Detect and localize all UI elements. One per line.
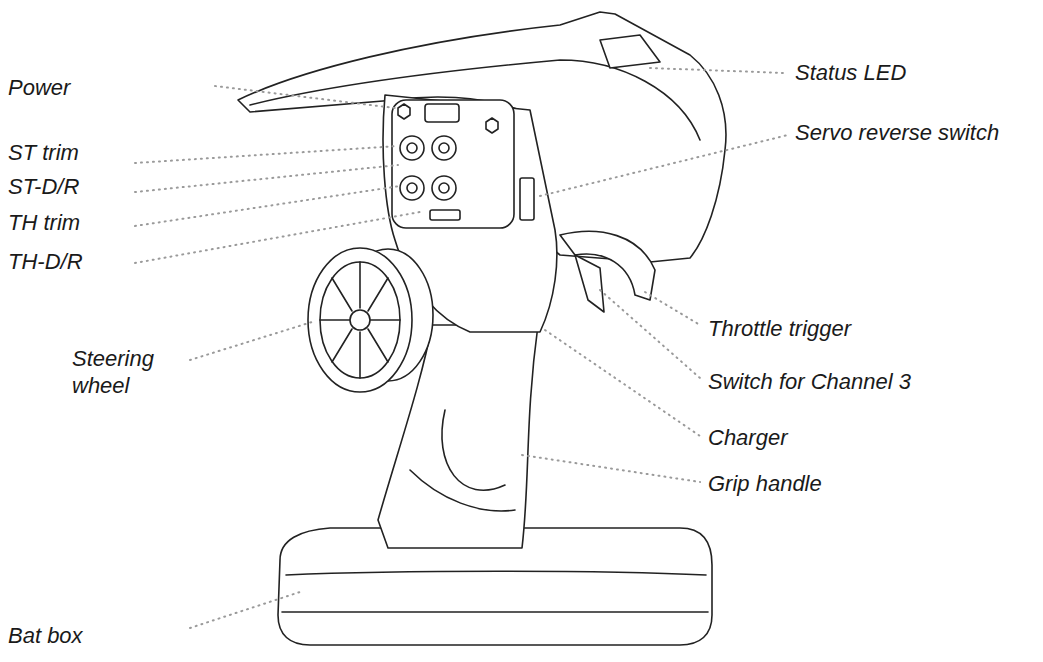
part-label: Servo reverse switch — [795, 119, 999, 147]
leader-line — [135, 165, 398, 192]
wheel-hub — [350, 310, 370, 330]
trim-knob — [432, 136, 456, 160]
grip-contour — [410, 470, 515, 511]
leader-line — [135, 186, 400, 226]
wheel-inner — [320, 262, 400, 378]
part-label: TH-D/R — [8, 248, 83, 276]
leader-line — [135, 146, 398, 163]
part-label: ST trim — [8, 139, 79, 167]
trim-knob-center — [439, 143, 449, 153]
status-led-window — [600, 35, 660, 68]
leader-line — [600, 290, 700, 378]
trim-knob-center — [439, 183, 449, 193]
power-switch — [425, 104, 459, 122]
leader-line — [190, 322, 312, 360]
small-switch — [430, 210, 460, 220]
housing — [238, 12, 726, 262]
leader-line — [190, 592, 300, 628]
wheel-spokes — [320, 262, 400, 378]
leader-line — [215, 86, 395, 108]
leader-line — [540, 135, 788, 196]
screw — [486, 118, 498, 133]
battery-box-line — [282, 611, 708, 613]
trigger — [575, 255, 604, 312]
grip-contour — [442, 410, 505, 490]
screw — [398, 104, 410, 119]
leader-line — [650, 68, 785, 73]
trim-knob-center — [407, 143, 417, 153]
part-label: Bat box — [8, 622, 83, 650]
part-label: Grip handle — [708, 470, 822, 498]
trim-knob-center — [407, 183, 417, 193]
leader-line — [522, 455, 700, 482]
part-label: Throttle trigger — [708, 315, 851, 343]
leader-line — [545, 330, 700, 436]
trim-knob — [400, 136, 424, 160]
part-label: Switch for Channel 3 — [708, 368, 911, 396]
part-label: Status LED — [795, 59, 906, 87]
part-label: Power — [8, 74, 70, 102]
wheel-rim — [308, 248, 412, 392]
leader-line — [645, 292, 700, 325]
part-label: ST-D/R — [8, 173, 79, 201]
battery-box-line — [286, 571, 706, 575]
servo-reverse-switch-body — [520, 178, 534, 220]
trigger-guard — [560, 231, 655, 300]
leader-line — [135, 212, 420, 263]
trim-knob — [432, 176, 456, 200]
trim-knob — [400, 176, 424, 200]
part-label: Charger — [708, 424, 787, 452]
part-label: Steering wheel — [72, 345, 177, 400]
part-label: TH trim — [8, 209, 80, 237]
leader-lines — [135, 68, 788, 628]
control-panel — [392, 100, 514, 228]
